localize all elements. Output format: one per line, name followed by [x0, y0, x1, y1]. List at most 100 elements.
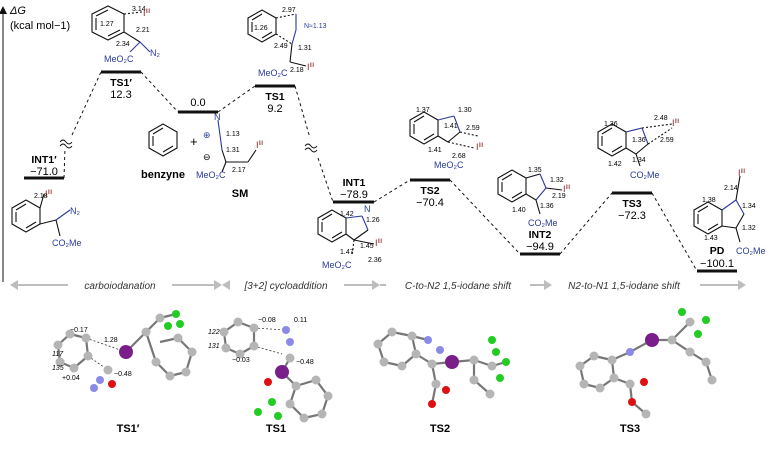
charge-annotation: −0.48	[296, 359, 314, 366]
sm-label: SM	[232, 188, 249, 200]
ester-label: CO₂Me	[630, 170, 660, 180]
connector	[317, 157, 334, 203]
charge-annotation: −0.08	[258, 317, 276, 324]
bond-length: 3.14	[132, 6, 146, 13]
geometry-ts3	[575, 308, 717, 419]
bond-length: 1.26	[254, 25, 268, 32]
structure-sm	[217, 119, 257, 173]
bond-length: 1.41	[444, 123, 458, 130]
bond-length: 1.36	[540, 203, 554, 210]
value-ts1p: 12.3	[110, 89, 131, 101]
value-pd: −100.1	[700, 258, 734, 270]
geometry-ts1	[219, 317, 333, 423]
bond-length: 1.34	[742, 203, 756, 210]
ester-label: CO₂Me	[736, 246, 766, 256]
bond-length: 1.30	[458, 107, 472, 114]
iodine-label: IIII	[738, 168, 746, 178]
connector	[651, 192, 698, 272]
iodine-atom	[445, 355, 459, 369]
connector	[449, 179, 521, 255]
structure-int1	[317, 209, 375, 257]
bond-length: 2.97	[282, 7, 296, 14]
label-ts2: TS2	[420, 185, 439, 197]
iodine-label: IIII	[563, 184, 571, 194]
connector	[559, 192, 613, 255]
connector	[140, 71, 179, 113]
bond-length: 2.48	[654, 115, 668, 122]
iodine-atom	[275, 365, 289, 379]
bond-length: 1.40	[512, 207, 526, 214]
bond-length: 1.35	[528, 167, 542, 174]
angle-annotation: 117	[52, 351, 64, 358]
bond-length: 1.42	[608, 161, 622, 168]
stage-c-to-n2-shift: C-to-N2 1,5-iodane shift	[405, 281, 512, 292]
ester-label: MeO₂C	[196, 170, 226, 180]
plus-sign: +	[190, 134, 198, 149]
label-int1p: INT1′	[31, 154, 57, 166]
connector	[217, 85, 256, 113]
bond-length: 1.41	[428, 147, 442, 154]
label-int2: INT2	[529, 229, 552, 241]
iodine-atom	[645, 333, 659, 347]
bond-length: 2.19	[552, 193, 566, 200]
value-ts3: −72.3	[618, 210, 646, 222]
bond-length: 2.36	[368, 257, 382, 264]
structure-benzyne	[148, 123, 178, 157]
bond-length: 1.13	[226, 131, 240, 138]
axis-break-icon	[304, 143, 318, 153]
iodine-atom	[119, 345, 133, 359]
charge-annotation: 0.11	[294, 317, 307, 324]
bond-length: 2.34	[116, 41, 130, 48]
bond-length: 1.43	[704, 235, 718, 242]
minus-charge-icon: ⊖	[203, 152, 211, 162]
geometry-label-ts1p: TS1′	[117, 423, 140, 435]
bond-length: 2.59	[660, 137, 674, 144]
structure-int2	[497, 169, 563, 215]
axis-unit: (kcal mol−1)	[10, 20, 70, 32]
ester-label: MeO₂C	[104, 54, 134, 64]
bond-length: 1.45	[360, 243, 374, 250]
geometry-label-ts2: TS2	[430, 423, 450, 435]
benzyne-label: benzyne	[141, 169, 185, 181]
bond-length: 1.27	[100, 21, 114, 28]
stage-arrows	[10, 280, 746, 290]
label-pd: PD	[710, 245, 725, 257]
bond-length: 1.36	[632, 137, 646, 144]
bond-length: 1.26	[366, 217, 380, 224]
bond-length: 2.18	[290, 67, 304, 74]
axis-break-icon	[59, 139, 73, 149]
iodine-label: IIII	[307, 62, 315, 72]
bond-length: 1.42	[340, 211, 354, 218]
ester-label: CO₂Me	[52, 238, 82, 248]
iodine-label: IIII	[256, 140, 264, 150]
label-ts3: TS3	[622, 198, 641, 210]
bond-length: 2.59	[466, 125, 480, 132]
value-int1p: −71.0	[30, 166, 58, 178]
stage-n2-to-n1-shift: N2-to-N1 1,5-iodane shift	[568, 281, 681, 292]
bond-length: 1.38	[702, 197, 716, 204]
value-ts2: −70.4	[416, 197, 444, 209]
value-zero: 0.0	[190, 97, 205, 109]
bond-length: 2.21	[136, 27, 150, 34]
stage-carboiodanation: carboiodanation	[84, 281, 156, 292]
bond-length: 1.31	[226, 147, 240, 154]
structure-ts3	[597, 123, 673, 167]
geometry-label-ts3: TS3	[620, 423, 640, 435]
structure-ts1	[247, 9, 307, 67]
geometry-ts2	[373, 327, 510, 408]
stage-cycloaddition: [3+2] cycloaddition	[243, 281, 328, 292]
value-ts1: 9.2	[267, 103, 282, 115]
ester-label: MeO₂C	[258, 68, 288, 78]
value-int1: −78.9	[340, 189, 368, 201]
connector	[71, 71, 102, 136]
bond-length: 2.14	[724, 185, 738, 192]
label-ts1p: TS1′	[110, 77, 132, 89]
label-int1: INT1	[343, 177, 366, 189]
structure-pd	[693, 175, 745, 243]
geometry-ts1p	[53, 310, 197, 392]
bond-length: 1.47	[340, 249, 354, 256]
charge-annotation: −0.48	[114, 371, 132, 378]
label-ts1: TS1	[265, 91, 284, 103]
angle-annotation: 135	[52, 365, 64, 372]
